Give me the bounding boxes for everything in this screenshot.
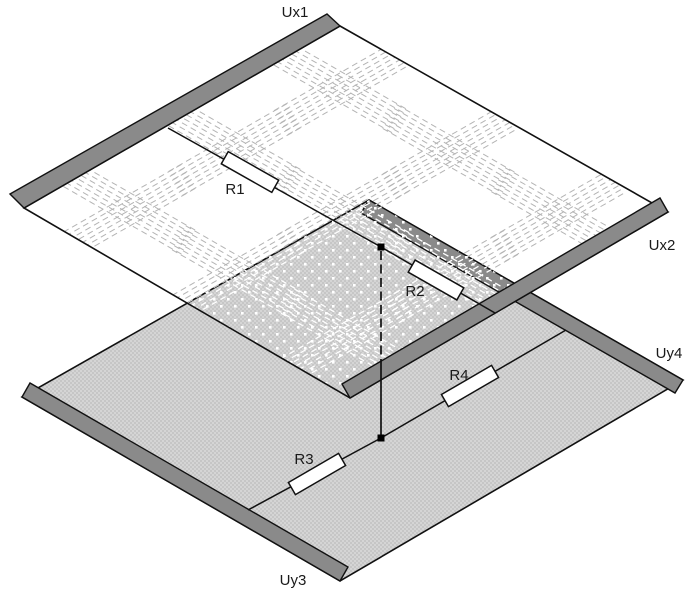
label-r3: R3: [294, 451, 313, 468]
label-r4: R4: [449, 367, 468, 384]
resistor-symbol-r4: [440, 364, 500, 408]
resistor-symbol-r1: [220, 150, 280, 194]
electrode-bar-uy3: [21, 382, 349, 582]
label-r2: R2: [405, 283, 424, 300]
electrode-bar-ux2: [341, 197, 669, 399]
electrode-bar-ux1: [8, 13, 342, 209]
resistor-symbol-r2: [407, 259, 465, 301]
label-uy3: Uy3: [280, 572, 307, 589]
touch-point-top: [377, 243, 385, 251]
touch-point-bottom: [377, 434, 385, 442]
label-ux2: Ux2: [649, 237, 676, 254]
resistor-symbol-r3: [287, 452, 347, 496]
label-uy4: Uy4: [656, 345, 683, 362]
label-ux1: Ux1: [282, 4, 309, 21]
label-r1: R1: [225, 181, 244, 198]
